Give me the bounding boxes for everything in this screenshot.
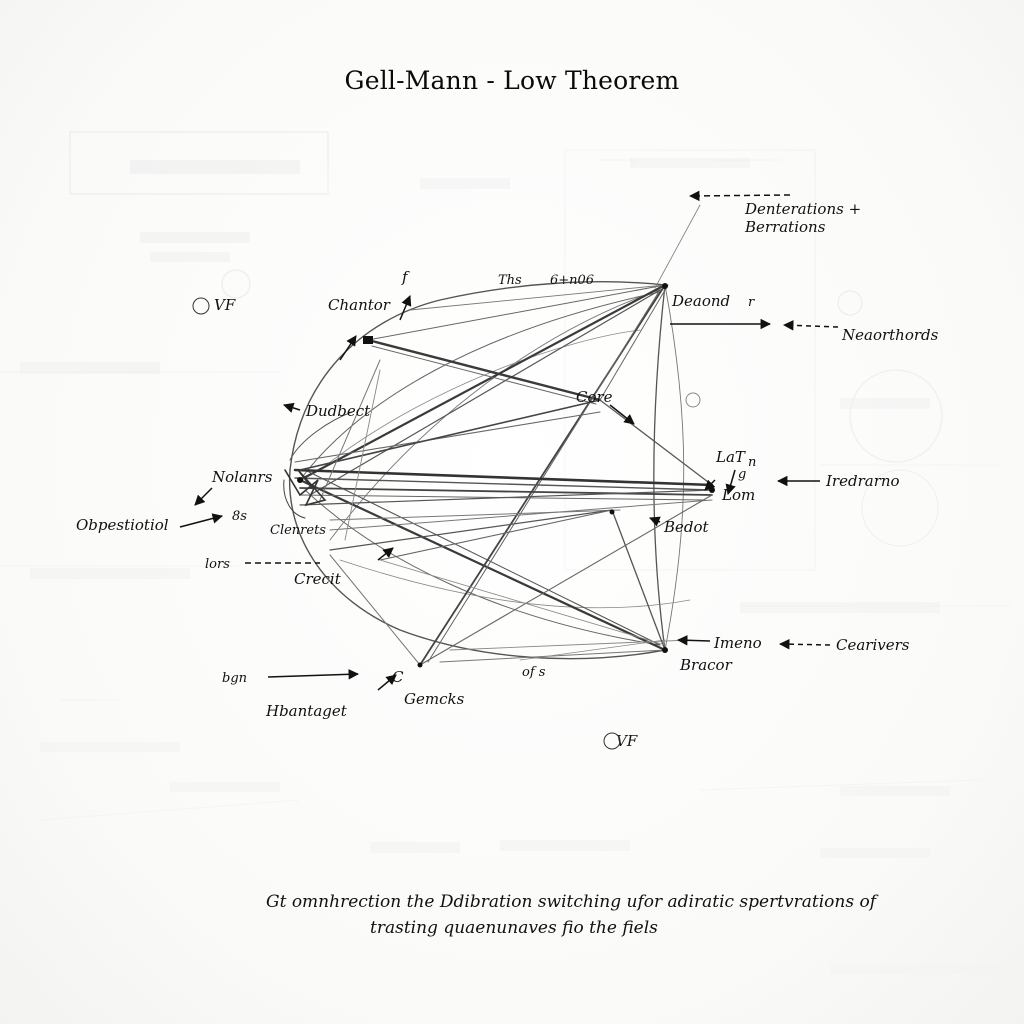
label-iredrarno: Iredrarno xyxy=(825,472,900,490)
ink-vertices xyxy=(297,283,715,668)
caption-line-2: trasting quaenunaves fio the fiels xyxy=(370,918,658,938)
label-tops-ratio: 6+n06 xyxy=(550,273,594,288)
page-title: Gell-Mann - Low Theorem xyxy=(344,66,680,95)
label-denterations-2: Berrations xyxy=(744,218,826,236)
label-ss-mark: 8s xyxy=(232,509,247,524)
label-c-mark: C xyxy=(392,668,404,686)
label-gemcks: Gemcks xyxy=(404,690,465,708)
label-imeno: Imeno xyxy=(713,634,762,652)
ink-circle-marks xyxy=(192,297,701,750)
label-clenrets: Clenrets xyxy=(270,523,326,538)
label-dudbect: Dudbect xyxy=(305,402,371,420)
label-chantor: Chantor xyxy=(328,296,391,314)
label-neaorthords: Neaorthords xyxy=(841,326,939,344)
diagram-labels: VF Chantor f Ths 6+n06 Deaond r Denterat… xyxy=(76,200,939,750)
label-lat-g: g xyxy=(738,467,746,482)
ghost-text xyxy=(20,158,1000,974)
label-tops: Ths xyxy=(498,273,522,288)
label-crecit: Crecit xyxy=(294,570,342,588)
ink-arrows xyxy=(179,190,839,691)
caption-line-1: Gt omnhrection the Ddibration switching … xyxy=(266,892,877,912)
label-nolanrs: Nolanrs xyxy=(211,468,273,486)
label-lat-t-sub: n xyxy=(748,455,756,470)
label-top-left-symbol: VF xyxy=(214,296,236,314)
label-obpestiotiol: Obpestiotiol xyxy=(76,516,169,534)
label-deaond: Deaond xyxy=(671,292,730,310)
label-vf-bottom: VF xyxy=(616,732,638,750)
label-core: Core xyxy=(576,388,613,406)
label-lors: lors xyxy=(205,557,230,572)
label-denterations-1: Denterations + xyxy=(744,200,861,218)
pencil-line-bundle xyxy=(283,204,714,666)
label-cearivers: Cearivers xyxy=(836,636,910,654)
label-lat-t: LaT xyxy=(715,448,746,466)
label-bedot: Bedot xyxy=(663,518,710,536)
label-bigan: bgn xyxy=(222,671,247,686)
label-deaond-mark: r xyxy=(748,295,755,310)
label-bracor: Bracor xyxy=(679,656,733,674)
label-hbantaget: Hbantaget xyxy=(265,702,348,720)
label-ofs: of s xyxy=(522,665,546,680)
label-chantor-mark: f xyxy=(401,268,410,286)
label-lom: Lom xyxy=(721,486,755,504)
